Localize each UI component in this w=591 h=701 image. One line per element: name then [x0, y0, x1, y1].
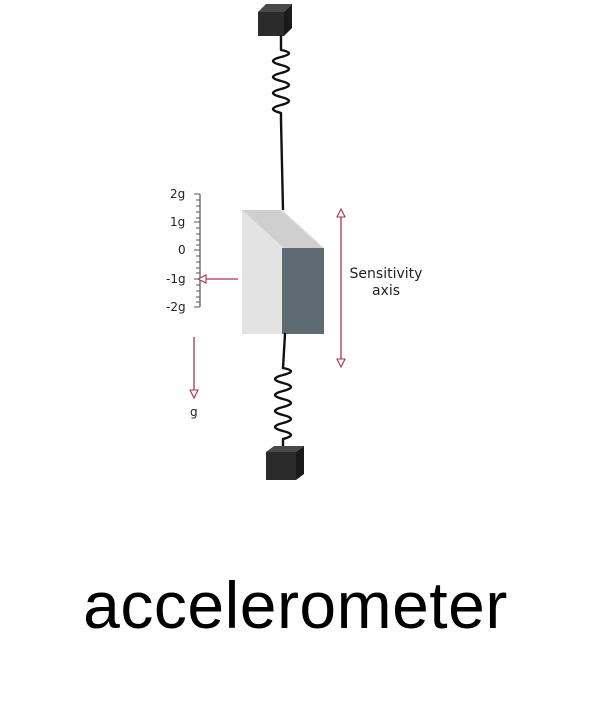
scale-label-1g: 1g — [170, 215, 185, 229]
bottom-spring — [273, 332, 293, 454]
gravity-label: g — [190, 405, 198, 419]
sensitivity-axis-label-line1: Sensitivity — [350, 266, 423, 282]
top-mount — [258, 4, 292, 36]
caption: accelerometer — [83, 568, 508, 642]
scale-label-neg2g: -2g — [166, 300, 186, 314]
reading-indicator-arrow — [196, 274, 238, 284]
gravity-arrow — [189, 337, 199, 400]
scale-label-2g: 2g — [170, 187, 185, 201]
proof-mass — [242, 210, 324, 334]
bottom-mount — [266, 446, 304, 480]
top-spring — [271, 34, 291, 212]
scale-label-0: 0 — [178, 243, 186, 257]
scale-label-neg1g: -1g — [166, 272, 186, 286]
sensitivity-axis-arrow — [336, 207, 346, 369]
sensitivity-axis-label-line2: axis — [372, 283, 400, 299]
acceleration-scale: 2g 1g 0 -1g -2g — [166, 187, 201, 314]
